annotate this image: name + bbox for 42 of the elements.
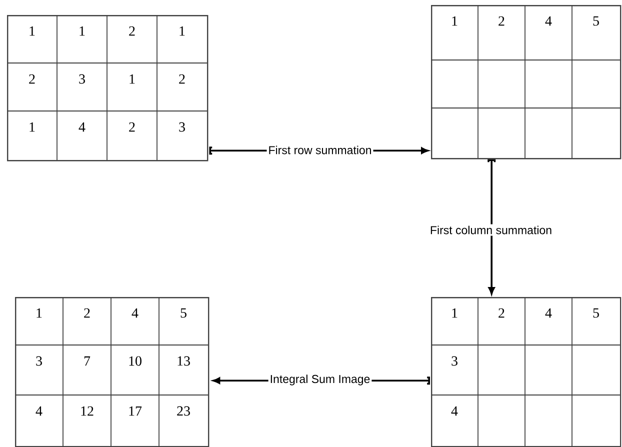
cell-value: 3: [179, 122, 185, 132]
edge-label: First row summation: [266, 144, 374, 156]
cell-value: 2: [129, 26, 135, 36]
cell-value: 2: [498, 308, 504, 318]
cell-value: 1: [30, 122, 35, 132]
cell-value: 1: [30, 26, 35, 36]
cell-value: 2: [29, 74, 35, 84]
cell-value: 2: [84, 308, 90, 318]
table-grid: [15, 297, 210, 447]
cell-value: 1: [452, 308, 458, 318]
cell-value: 1: [180, 26, 185, 36]
cell-value: 4: [451, 406, 458, 416]
cell-value: 1: [130, 74, 135, 84]
table-grid: [431, 5, 622, 160]
arrow: [488, 159, 496, 294]
cell-value: 4: [545, 16, 552, 26]
cell-value: 4: [545, 308, 552, 318]
cell-value: 2: [179, 74, 185, 84]
cell-value: 5: [593, 16, 599, 26]
cell-value: 3: [79, 74, 85, 84]
cell-value: 1: [36, 308, 42, 318]
cell-value: 23: [177, 406, 190, 416]
table-grid: [7, 15, 208, 162]
cell-value: 7: [84, 356, 90, 366]
cell-value: 17: [129, 406, 142, 416]
cell-value: 4: [132, 308, 138, 318]
cell-value: 3: [36, 356, 42, 366]
cell-value: 12: [81, 406, 94, 416]
cell-value: 3: [452, 356, 458, 366]
cell-value: 1: [452, 16, 458, 26]
cell-value: 13: [178, 356, 190, 366]
cell-value: 2: [498, 16, 504, 26]
cell-value: 1: [80, 26, 85, 36]
edge-label: First column summation: [428, 224, 554, 236]
cell-value: 4: [78, 122, 86, 132]
cell-value: 4: [36, 406, 42, 416]
cell-value: 2: [129, 122, 135, 132]
edge-label: Integral Sum Image: [268, 373, 372, 387]
table-grid: [431, 297, 622, 447]
cell-value: 5: [180, 308, 186, 318]
cell-value: 10: [129, 356, 142, 366]
cell-value: 5: [593, 308, 599, 318]
